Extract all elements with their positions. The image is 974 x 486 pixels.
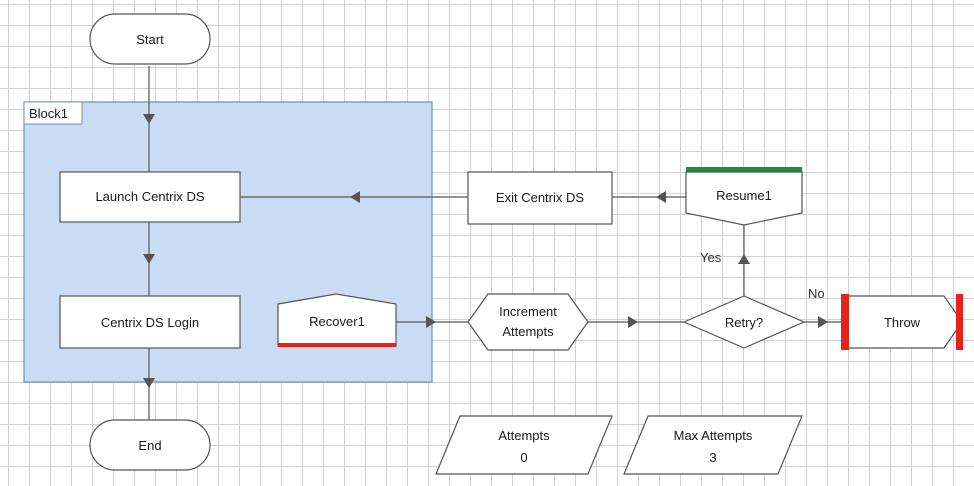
arrow-down-3 bbox=[143, 378, 155, 388]
throw-node[interactable]: Throw bbox=[841, 294, 963, 350]
data-item-name: Max Attempts bbox=[674, 428, 753, 443]
centrix-login-label: Centrix DS Login bbox=[101, 315, 199, 330]
yes-label: Yes bbox=[700, 250, 722, 265]
retry-decision-node[interactable]: Retry? bbox=[682, 295, 806, 349]
throw-label: Throw bbox=[884, 315, 921, 330]
end-label: End bbox=[138, 438, 161, 453]
resume-bar bbox=[686, 167, 802, 172]
data-item-attempts[interactable]: Attempts 0 bbox=[435, 415, 613, 475]
no-label: No bbox=[808, 286, 825, 301]
data-item-name: Attempts bbox=[498, 428, 550, 443]
arrow-up-1 bbox=[738, 254, 750, 264]
increment-label-line1: Increment bbox=[499, 304, 557, 319]
arrow-down-2 bbox=[143, 254, 155, 264]
recover-bar bbox=[278, 343, 396, 347]
exit-centrix-node[interactable]: Exit Centrix DS bbox=[467, 171, 613, 225]
retry-label: Retry? bbox=[725, 315, 763, 330]
recover-label: Recover1 bbox=[309, 314, 365, 329]
resume-node[interactable]: Resume1 bbox=[685, 167, 803, 226]
start-label: Start bbox=[136, 32, 164, 47]
increment-attempts-node[interactable]: Increment Attempts bbox=[467, 293, 589, 351]
exit-centrix-label: Exit Centrix DS bbox=[496, 190, 584, 205]
data-item-value: 3 bbox=[709, 450, 716, 465]
arrow-left-1 bbox=[656, 191, 666, 203]
start-node[interactable]: Start bbox=[89, 13, 211, 65]
arrowheads bbox=[143, 114, 828, 388]
data-item-value: 0 bbox=[520, 450, 527, 465]
centrix-login-node[interactable]: Centrix DS Login bbox=[59, 295, 241, 349]
increment-label-line2: Attempts bbox=[502, 324, 554, 339]
data-item-max-attempts[interactable]: Max Attempts 3 bbox=[623, 415, 803, 475]
throw-bar-left bbox=[841, 294, 849, 350]
end-node[interactable]: End bbox=[89, 419, 211, 471]
throw-bar-right bbox=[956, 294, 963, 350]
arrow-left-2 bbox=[350, 191, 360, 203]
arrow-right-1 bbox=[426, 316, 436, 328]
launch-centrix-label: Launch Centrix DS bbox=[95, 189, 204, 204]
arrow-down-1 bbox=[143, 114, 155, 124]
recover-node[interactable]: Recover1 bbox=[277, 293, 397, 347]
block-label: Block1 bbox=[29, 106, 68, 121]
resume-label: Resume1 bbox=[716, 188, 772, 203]
arrow-right-2 bbox=[628, 316, 638, 328]
launch-centrix-node[interactable]: Launch Centrix DS bbox=[59, 171, 241, 223]
arrow-right-3 bbox=[818, 316, 828, 328]
